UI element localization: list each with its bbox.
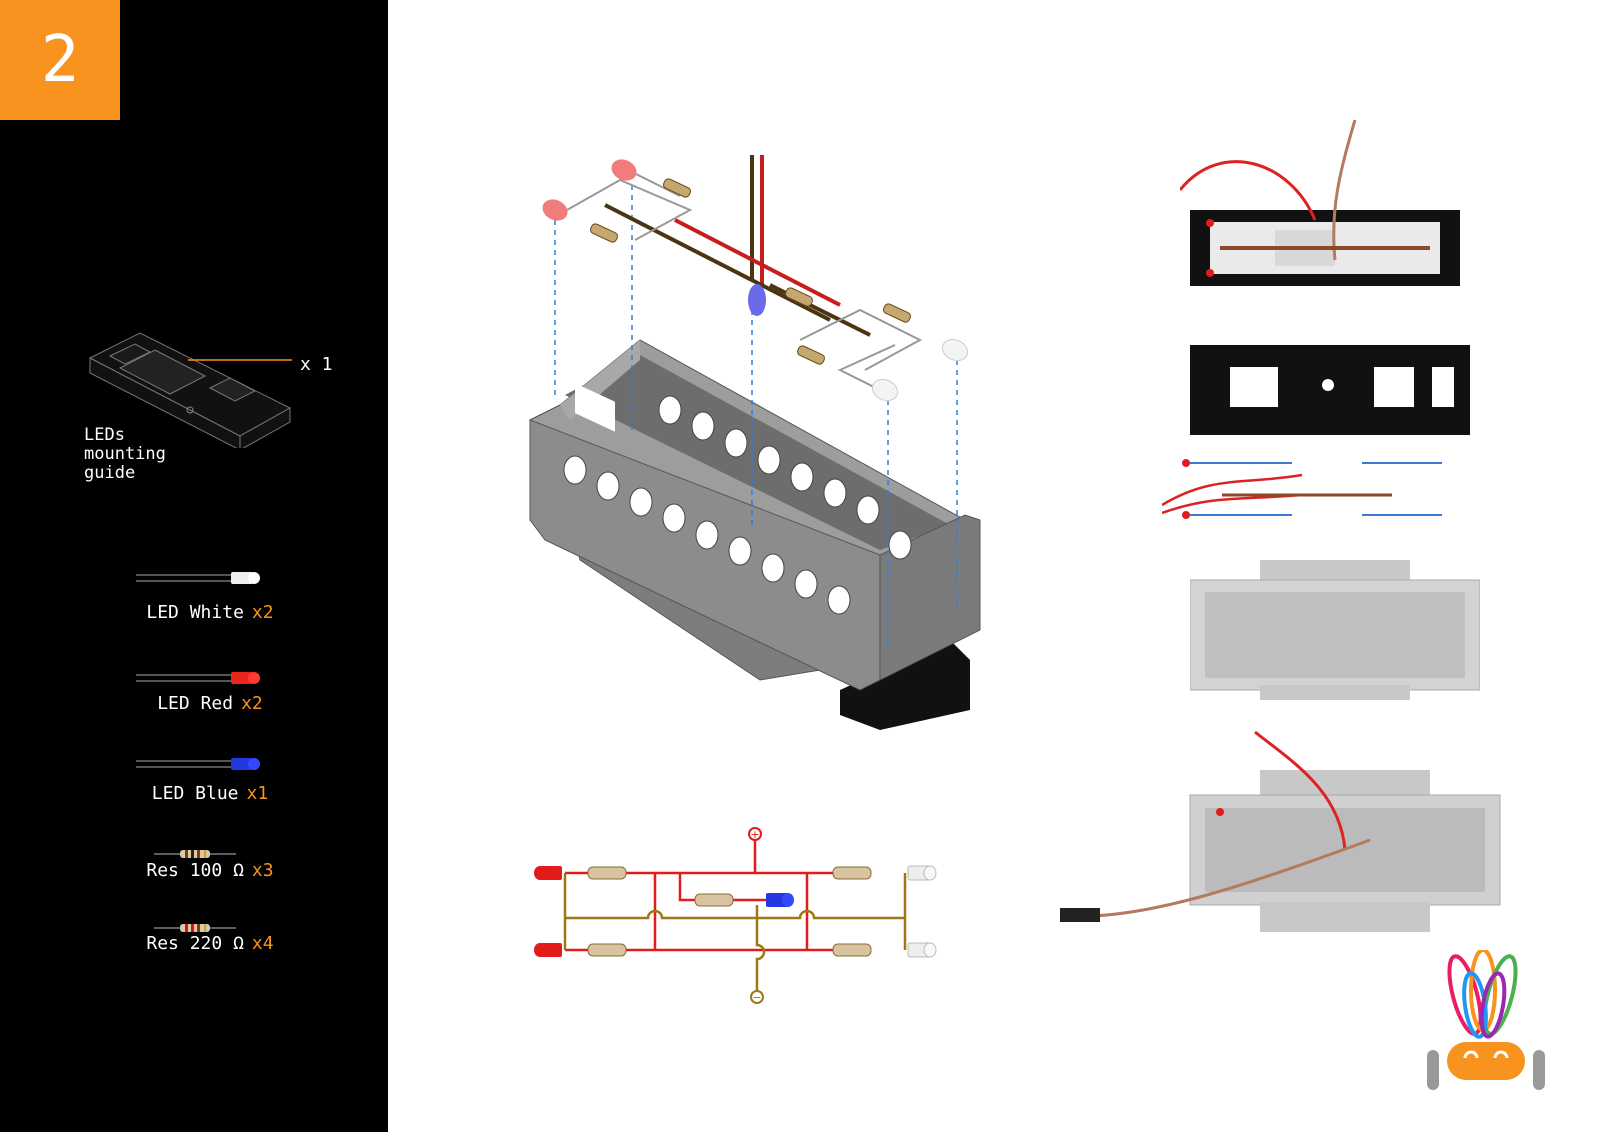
box-back-wall [560, 340, 640, 420]
guide-quantity: x 1 [300, 354, 333, 375]
photo-assembled-top-view [1180, 119, 1460, 286]
schematic-minus-terminal [750, 990, 764, 1004]
box-end-face [879, 514, 981, 681]
guide-lines [554, 185, 958, 645]
exploded-resistors [590, 178, 911, 365]
schematic-leds [534, 865, 937, 958]
led-white-icon [136, 572, 260, 584]
box-front-face [529, 404, 881, 691]
schematic-resistors [587, 866, 872, 957]
box-back-holes [658, 395, 912, 560]
exploded-wiring [604, 155, 871, 337]
photo-printed-case [1190, 560, 1480, 700]
exploded-leds [542, 159, 969, 402]
mascot-logo [1427, 950, 1545, 1090]
box-front-holes [563, 455, 851, 615]
guide-label: LEDs mounting guide [84, 425, 166, 483]
schematic-plus-terminal [748, 827, 762, 841]
photo-mounting-guide [1190, 345, 1470, 435]
led-red-icon [136, 672, 260, 684]
resistor-100-icon [154, 850, 236, 858]
base-block [840, 640, 970, 730]
photo-final-assembly [1060, 730, 1501, 932]
photo-wiring-harness [1162, 459, 1442, 519]
led-blue-icon [136, 758, 260, 770]
resistor-220-icon [154, 924, 236, 932]
box-window [575, 383, 615, 432]
guide-leader-line [188, 359, 292, 361]
step-number-badge: 2 [0, 0, 120, 120]
schematic-minus-label: − [752, 991, 761, 1004]
schematic-plus-label: + [750, 828, 759, 841]
mount-plate [574, 514, 881, 681]
box-inner-cavity [565, 355, 950, 550]
mounting-guide-icon [88, 332, 292, 448]
box-top-rim [528, 339, 966, 556]
led-leads [566, 171, 923, 391]
